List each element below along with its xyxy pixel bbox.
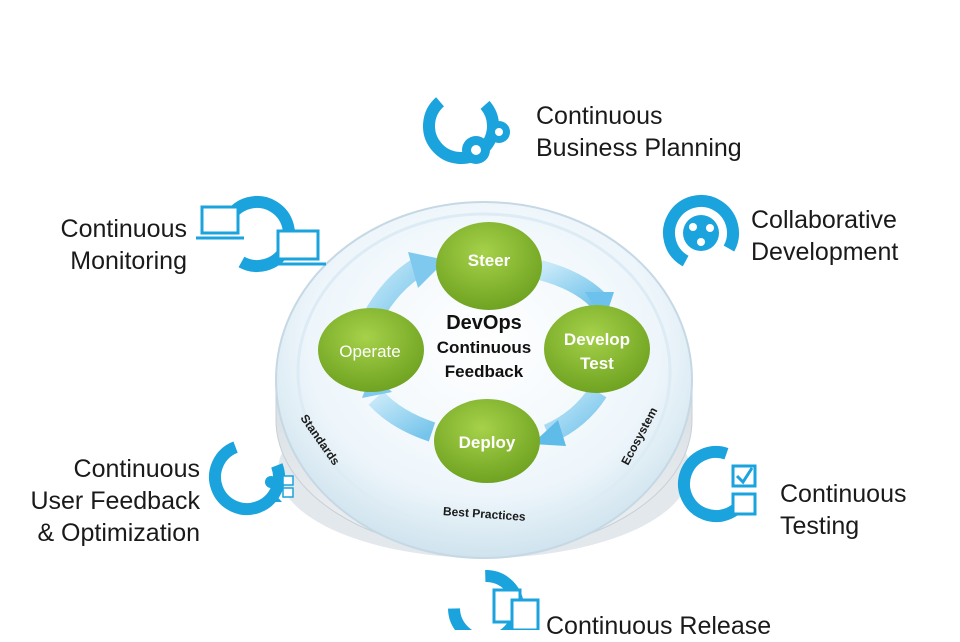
rim-label-best-practices: Best Practices bbox=[443, 504, 527, 524]
label-monitoring: Continuous Monitoring bbox=[61, 213, 187, 277]
label-collaborative-line1: Collaborative bbox=[751, 206, 897, 234]
label-testing-line2: Testing bbox=[780, 512, 860, 540]
label-release-line1: Continuous Release bbox=[546, 612, 772, 640]
label-business-planning-line2: Business Planning bbox=[536, 134, 742, 162]
node-deploy-label: Deploy bbox=[459, 433, 516, 452]
monitors-icon bbox=[196, 196, 326, 272]
label-release: Continuous Release bbox=[546, 610, 771, 642]
label-business-planning: Continuous Business Planning bbox=[536, 100, 742, 164]
node-steer-label: Steer bbox=[468, 251, 511, 270]
platform-inner-rim bbox=[296, 212, 672, 532]
center-subtitle-1: Continuous bbox=[437, 338, 531, 357]
label-testing-line1: Continuous bbox=[780, 480, 907, 508]
label-user-feedback-line2: User Feedback bbox=[30, 487, 200, 515]
label-collaborative-development: Collaborative Development bbox=[751, 204, 898, 268]
label-collaborative-line2: Development bbox=[751, 238, 899, 266]
label-user-feedback-line1: Continuous bbox=[73, 455, 200, 483]
node-deploy bbox=[434, 399, 540, 483]
center-title: DevOps bbox=[446, 312, 522, 334]
center-subtitle-2: Feedback bbox=[445, 362, 524, 381]
label-monitoring-line1: Continuous bbox=[60, 215, 187, 243]
node-steer bbox=[436, 222, 542, 310]
label-testing: Continuous Testing bbox=[780, 478, 906, 542]
people-network-icon bbox=[663, 195, 739, 271]
node-develop-test bbox=[544, 305, 650, 393]
gears-icon bbox=[423, 88, 510, 164]
user-feedback-icon bbox=[209, 439, 294, 515]
label-user-feedback-line3: & Optimization bbox=[37, 519, 200, 547]
node-operate-label: Operate bbox=[339, 342, 400, 361]
label-monitoring-line2: Monitoring bbox=[70, 247, 187, 275]
arrow-deploy-to-operate bbox=[368, 391, 436, 442]
node-operate bbox=[318, 308, 424, 392]
node-develop-label-2: Test bbox=[580, 354, 614, 373]
label-user-feedback: Continuous User Feedback & Optimization bbox=[30, 453, 200, 549]
arrow-head-develop-to-deploy bbox=[532, 420, 566, 446]
checklist-icon bbox=[678, 446, 757, 522]
cycle-nodes bbox=[318, 222, 650, 483]
node-develop-label-1: Develop bbox=[564, 330, 630, 349]
documents-icon bbox=[448, 570, 540, 642]
label-business-planning-line1: Continuous bbox=[536, 102, 663, 130]
